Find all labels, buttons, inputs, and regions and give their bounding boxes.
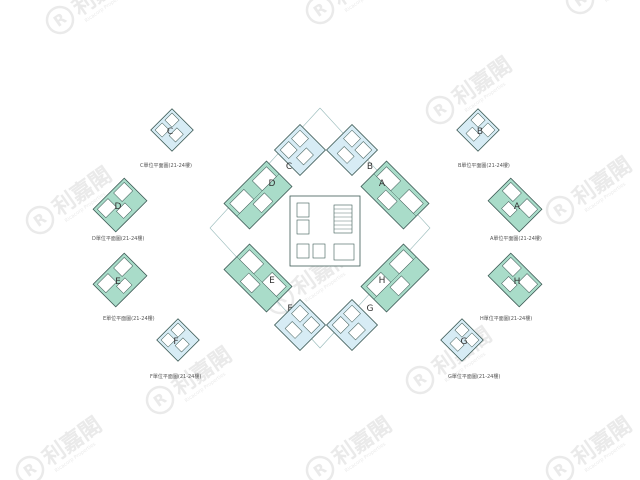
unit-label-h: H <box>379 276 386 286</box>
watermark-logo: R <box>550 199 570 221</box>
unit-b <box>325 123 379 177</box>
unit-g <box>325 298 379 352</box>
side-plan-e: E E單位平面圖(21-24樓) <box>92 252 155 322</box>
side-plan-letter: C <box>167 127 173 137</box>
side-plan-c: C C單位平面圖(21-24樓) <box>140 108 194 169</box>
side-plan-caption: E單位平面圖(21-24樓) <box>103 315 155 322</box>
side-plan-h: H H單位平面圖(21-24樓) <box>480 252 543 322</box>
unit-h <box>360 243 430 313</box>
side-plan-caption: C單位平面圖(21-24樓) <box>140 162 192 169</box>
side-plan-letter: F <box>173 337 178 347</box>
lift-3 <box>296 243 310 259</box>
watermark-logo: R <box>430 99 450 121</box>
lift-4 <box>312 243 326 259</box>
lift-1 <box>296 202 310 218</box>
side-plan-letter: A <box>514 202 521 212</box>
side-plan-b: B B單位平面圖(21-24樓) <box>456 108 510 169</box>
side-plan-caption: G單位平面圖(21-24樓) <box>448 373 500 380</box>
watermark-logo: R <box>30 209 50 231</box>
unit-c <box>273 123 327 177</box>
side-plan-caption: F單位平面圖(21-24樓) <box>150 373 201 380</box>
side-plan-f: F F單位平面圖(21-24樓) <box>150 318 201 380</box>
watermark-logo: R <box>50 9 70 31</box>
side-plan-a: A A單位平面圖(21-24樓) <box>487 177 543 242</box>
side-plan-d: D D單位平面圖(21-24樓) <box>92 177 148 242</box>
side-plan-caption: D單位平面圖(21-24樓) <box>92 235 144 242</box>
watermark-logo: R <box>570 0 590 11</box>
side-plan-g: G G單位平面圖(21-24樓) <box>440 318 500 380</box>
side-plan-caption: B單位平面圖(21-24樓) <box>458 162 510 169</box>
unit-e <box>223 243 293 313</box>
watermark-logo: R <box>550 459 570 480</box>
watermark-sub: Ricacorp Properties <box>604 0 640 4</box>
side-plan-caption: A單位平面圖(21-24樓) <box>490 235 542 242</box>
watermark-logo: R <box>310 0 330 21</box>
unit-label-g: G <box>367 304 374 314</box>
unit-label-c: C <box>286 162 292 172</box>
side-plan-letter: G <box>461 337 468 347</box>
unit-label-a: A <box>379 179 386 189</box>
watermark-brand: 利嘉閣 <box>588 0 640 1</box>
unit-label-b: B <box>367 162 373 172</box>
unit-label-f: F <box>287 304 292 314</box>
staircase <box>333 204 353 234</box>
unit-d <box>223 160 293 230</box>
side-plan-letter: B <box>477 127 483 137</box>
side-plan-letter: H <box>514 277 521 287</box>
watermark-logo: R <box>310 459 330 480</box>
watermark-logo: R <box>20 459 40 480</box>
watermark-logo: R <box>410 369 430 391</box>
side-plan-letter: D <box>115 202 122 212</box>
lobby-room <box>333 243 355 261</box>
lift-2 <box>296 219 310 235</box>
unit-label-e: E <box>269 276 275 286</box>
main-tower-plan: AB CD E F G H <box>209 107 431 352</box>
unit-label-d: D <box>269 179 276 189</box>
unit-a <box>360 160 430 230</box>
side-plan-letter: E <box>115 277 121 287</box>
unit-f <box>273 298 327 352</box>
side-plan-caption: H單位平面圖(21-24樓) <box>480 315 532 322</box>
watermark-logo: R <box>150 389 170 411</box>
